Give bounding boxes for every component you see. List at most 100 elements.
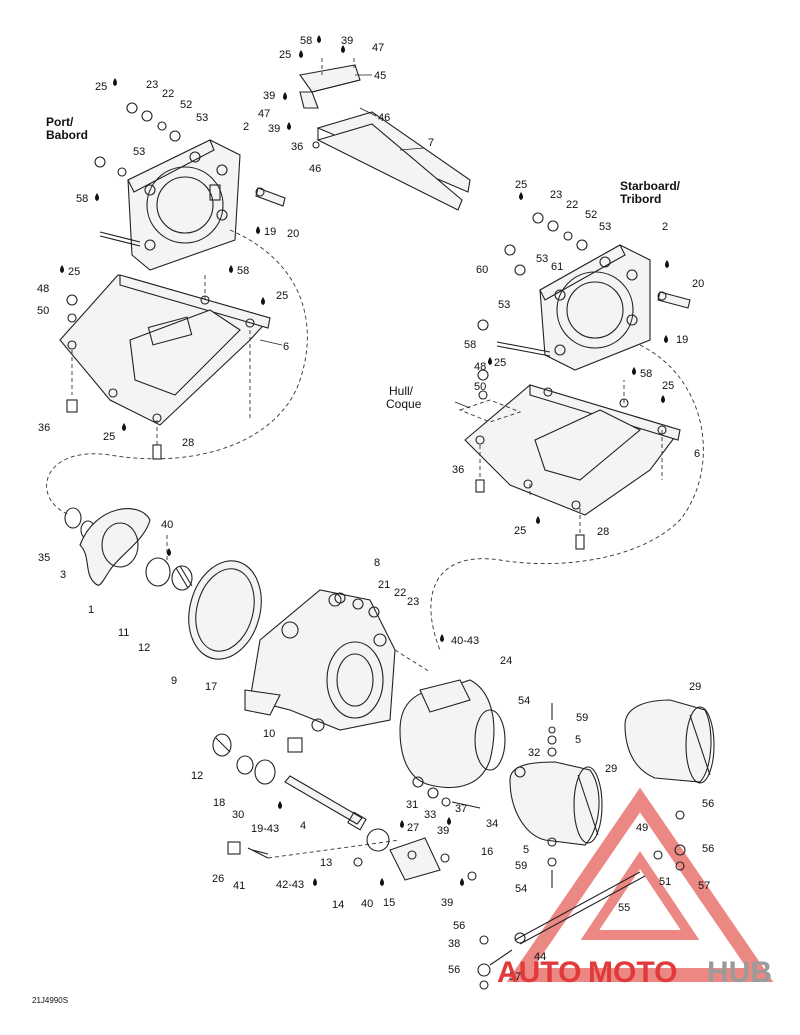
callout: 46 xyxy=(309,163,321,175)
callout: 11 xyxy=(118,627,129,639)
callout: 12 xyxy=(138,642,150,654)
callout: 39 xyxy=(441,897,453,909)
callout: 19-43 xyxy=(251,823,279,835)
callout: 48 xyxy=(474,361,486,373)
pump-housing xyxy=(244,589,431,732)
lubricant-drop-markers xyxy=(60,35,669,886)
callout: 50 xyxy=(37,305,49,317)
callout: 59 xyxy=(576,712,588,724)
nozzle-left xyxy=(509,761,603,846)
callout: 36 xyxy=(291,141,303,153)
callout: 54 xyxy=(518,695,530,707)
callout: 53 xyxy=(196,112,208,124)
callout: 29 xyxy=(605,763,617,775)
callout: 25 xyxy=(103,431,115,443)
port-washers xyxy=(94,102,181,177)
port-plate xyxy=(59,274,283,460)
callout: 25 xyxy=(662,380,674,392)
bearing-seal-parts xyxy=(212,733,303,785)
callout: 4 xyxy=(300,820,306,832)
callout: 24 xyxy=(500,655,512,667)
callout: 53 xyxy=(498,299,510,311)
callout: 53 xyxy=(133,146,145,158)
nozzle-pivot-hardware xyxy=(514,703,686,888)
callout: 56 xyxy=(702,843,714,855)
callout: 46 xyxy=(378,112,390,124)
cap-assembly xyxy=(227,828,477,881)
callout: 20 xyxy=(287,228,299,240)
callout: 3 xyxy=(60,569,66,581)
callout: 42-43 xyxy=(276,879,304,891)
callout: 48 xyxy=(37,283,49,295)
callout: 44 xyxy=(534,951,546,963)
callout: 14 xyxy=(332,899,344,911)
callout: 57 xyxy=(698,880,710,892)
callout: 27 xyxy=(407,822,419,834)
callout: 18 xyxy=(213,797,225,809)
starboard-housing xyxy=(496,244,691,371)
callout-numbers: 58 39 47 25 45 39 47 46 39 36 46 7 25 23… xyxy=(37,35,714,983)
callout: 23 xyxy=(407,596,419,608)
starboard-plate xyxy=(454,369,681,550)
callout: 47 xyxy=(258,108,270,120)
wear-ring xyxy=(188,560,262,660)
callout: 47 xyxy=(372,42,384,54)
port-label-fr: Babord xyxy=(46,128,88,142)
callout: 58 xyxy=(464,339,476,351)
callout: 1 xyxy=(88,604,94,616)
connector-loop-left xyxy=(46,229,308,516)
callout: 12 xyxy=(191,770,203,782)
callout: 29 xyxy=(689,681,701,693)
callout: 26 xyxy=(212,873,224,885)
callout: 59 xyxy=(515,860,527,872)
callout: 56 xyxy=(448,964,460,976)
callout: 25 xyxy=(95,81,107,93)
callout: 21 xyxy=(378,579,390,591)
callout: 23 xyxy=(146,79,158,91)
callout: 60 xyxy=(476,264,488,276)
callout: 15 xyxy=(383,897,395,909)
watermark-auto: AUTO xyxy=(497,956,581,989)
callout: 55 xyxy=(618,902,630,914)
starboard-washers xyxy=(477,212,588,331)
callout: 19 xyxy=(676,334,688,346)
venturi xyxy=(399,679,506,789)
impeller-assembly xyxy=(64,507,193,591)
callout: 56 xyxy=(702,798,714,810)
hull-label-fr: Coque xyxy=(386,397,422,411)
callout: 5 xyxy=(523,844,529,856)
port-label: Port/ xyxy=(46,115,74,129)
callout: 22 xyxy=(162,88,174,100)
watermark-wordmark: AUTO MOTO HUB xyxy=(497,956,772,989)
callout: 8 xyxy=(374,557,380,569)
callout: 30 xyxy=(232,809,244,821)
callout: 20 xyxy=(692,278,704,290)
callout: 39 xyxy=(263,90,275,102)
callout: 7 xyxy=(428,137,434,149)
callout: 36 xyxy=(38,422,50,434)
callout: 39 xyxy=(268,123,280,135)
callout: 31 xyxy=(406,799,418,811)
callout: 58 xyxy=(237,265,249,277)
callout: 39 xyxy=(437,825,449,837)
callout: 25 xyxy=(494,357,506,369)
starboard-label-fr: Tribord xyxy=(620,192,661,206)
callout: 57 xyxy=(509,971,521,983)
watermark-triangle xyxy=(506,787,774,982)
callout: 45 xyxy=(374,70,386,82)
drive-shaft xyxy=(284,775,367,831)
callout: 13 xyxy=(320,857,332,869)
callout: 40-43 xyxy=(451,635,479,647)
callout: 17 xyxy=(205,681,217,693)
callout: 52 xyxy=(180,99,192,111)
callout: 58 xyxy=(300,35,312,47)
callout: 41 xyxy=(233,880,245,892)
callout: 22 xyxy=(394,587,406,599)
connector-loop-right xyxy=(430,344,704,651)
callout: 25 xyxy=(68,266,80,278)
callout: 25 xyxy=(515,179,527,191)
watermark-logo xyxy=(506,787,774,982)
callout: 9 xyxy=(171,675,177,687)
venturi-fasteners xyxy=(412,776,481,809)
